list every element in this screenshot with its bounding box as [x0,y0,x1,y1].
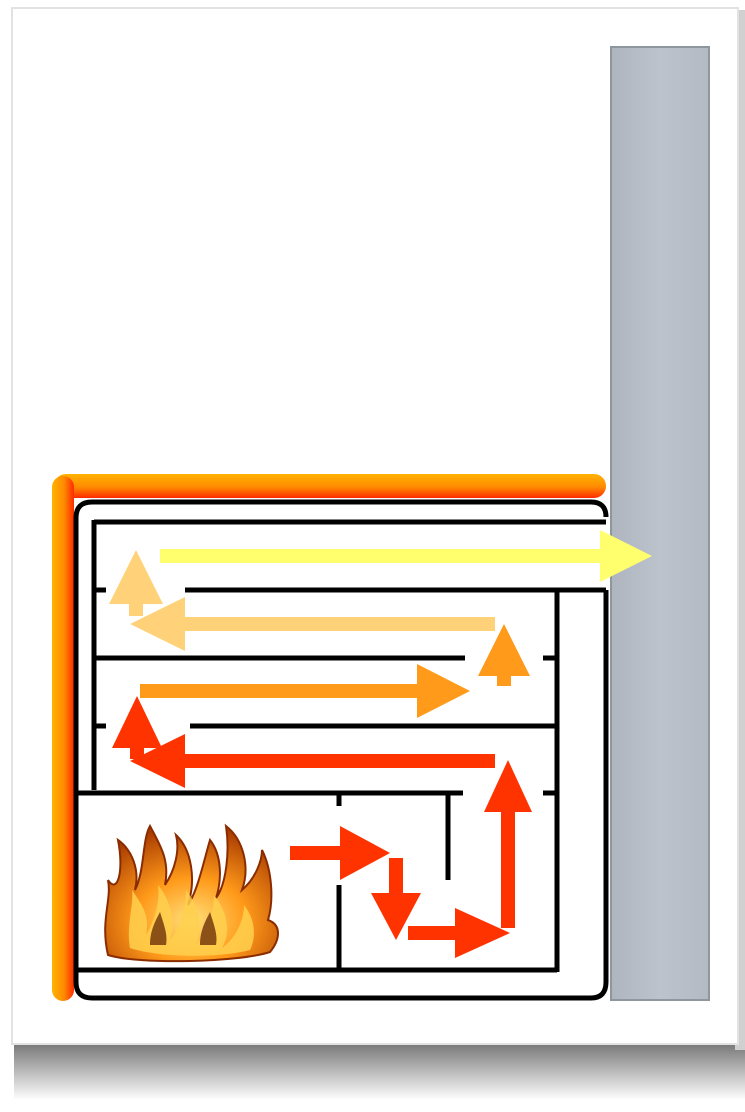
insulation-strip-top [54,474,606,498]
wall-block [611,47,709,1000]
insulation-strip-left [52,476,74,1001]
